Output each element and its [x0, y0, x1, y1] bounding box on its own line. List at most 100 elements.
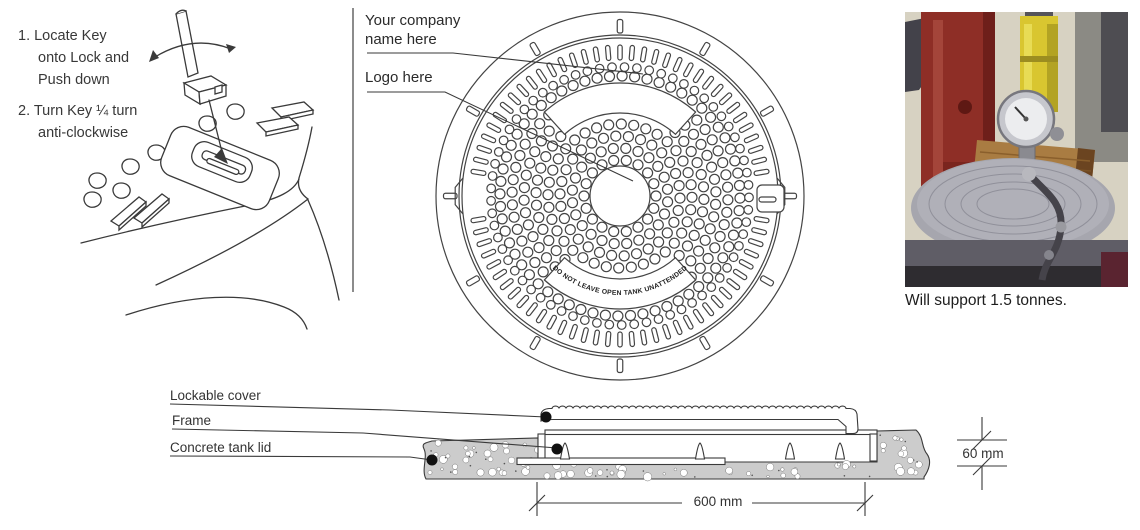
vent-slot [692, 308, 705, 324]
dim-tick [972, 430, 992, 450]
dimple [710, 186, 722, 198]
dimple [717, 157, 729, 169]
dimple [620, 225, 632, 238]
vent-slot [525, 302, 538, 317]
vent-slot [639, 46, 648, 63]
label-concrete-tank-lid: Concrete tank lid [170, 440, 272, 455]
dimple [509, 248, 521, 260]
dimple [552, 293, 564, 305]
dimple [621, 237, 633, 250]
dimple [603, 70, 616, 83]
aggregate-speckle [503, 447, 510, 455]
turn-arrow [149, 42, 236, 62]
vent-slot [470, 168, 487, 177]
aggregate-speckle [543, 472, 551, 480]
vent-slot [702, 75, 715, 90]
dimple [585, 228, 597, 240]
instruction-step1-line3: Push down [38, 72, 110, 88]
aggregate-speckle [597, 469, 604, 476]
dimple [632, 145, 644, 158]
dimple [545, 299, 556, 310]
aggregate-speckle [566, 470, 575, 478]
dimple [607, 142, 619, 155]
aggregate-speckle [609, 470, 615, 475]
dimple [612, 310, 624, 322]
dimple [722, 194, 734, 206]
dimple [683, 288, 695, 300]
aggregate-dot [469, 464, 472, 467]
dimple [644, 65, 655, 76]
dimple [579, 315, 590, 326]
dimple [608, 238, 620, 250]
dimple [615, 118, 627, 130]
dimple [625, 261, 637, 273]
frame-lug [699, 335, 711, 351]
dimple [706, 134, 718, 146]
dimple [652, 160, 664, 172]
logo-disc [589, 165, 651, 227]
dimple [685, 179, 697, 191]
dimple [497, 163, 509, 175]
dimple [533, 242, 545, 254]
lock-housing [160, 125, 280, 211]
dimple [687, 128, 700, 140]
vent-slot [628, 330, 636, 348]
dimple [518, 118, 530, 130]
dimple [734, 192, 746, 204]
arrowhead-left [149, 50, 159, 62]
dimple [559, 74, 570, 85]
dimple [620, 142, 632, 154]
aggregate-speckle [483, 449, 492, 458]
lock-bump-left [454, 177, 464, 215]
arrowhead-down [214, 148, 228, 164]
dimple [522, 219, 534, 231]
aggregate-speckle [725, 466, 733, 475]
dimple [730, 132, 740, 143]
dimple [678, 135, 690, 147]
dimple [714, 273, 725, 283]
aggregate-dot [468, 455, 471, 458]
vent-slot [472, 227, 489, 236]
aggregate-dot [694, 476, 696, 478]
dimple [648, 178, 660, 190]
vent-slot [743, 133, 760, 144]
dimple [560, 164, 572, 176]
dimple [672, 204, 684, 217]
dimple [596, 234, 608, 247]
aggregate-speckle [462, 456, 470, 464]
dimple [708, 173, 721, 185]
dimple [667, 73, 678, 84]
frame-rib [784, 442, 796, 460]
dim-tick [972, 456, 992, 476]
aggregate-dot [642, 470, 645, 472]
dimple [556, 306, 567, 316]
dimple [742, 167, 752, 178]
teardrop-dimple [121, 158, 140, 175]
vent-slot [480, 133, 497, 144]
dimple [743, 179, 754, 190]
photo-caption: Will support 1.5 tonnes. [905, 292, 1067, 309]
vent-slot [751, 227, 768, 236]
dimple [554, 188, 566, 200]
dimple [578, 190, 590, 202]
vent-slot [507, 286, 522, 300]
dimple [724, 143, 737, 155]
dimple [652, 219, 664, 231]
dimple [519, 104, 530, 115]
dimple [486, 195, 497, 206]
dimple [731, 217, 743, 229]
dimple [558, 235, 570, 247]
label-leader-lines [367, 52, 644, 182]
dimple [673, 249, 685, 262]
logo-leader-line [367, 91, 634, 182]
dimple [722, 181, 734, 193]
dimple [708, 101, 719, 112]
vent-slot [476, 144, 493, 154]
vent-slot [726, 278, 741, 291]
dimple [606, 249, 618, 261]
dimple [563, 299, 575, 311]
aggregate-speckle [901, 445, 907, 451]
dimple [527, 231, 539, 243]
aggregate-speckle [488, 468, 497, 477]
dimple [616, 320, 627, 330]
